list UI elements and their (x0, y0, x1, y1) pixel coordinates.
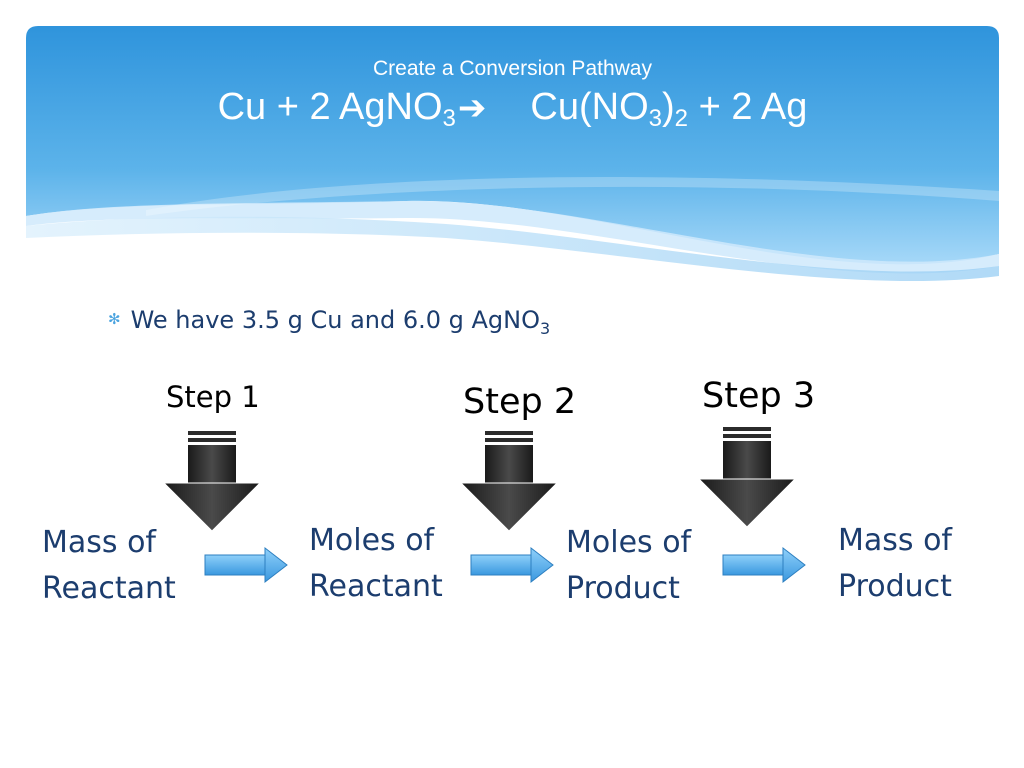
step-2-label: Step 2 (463, 382, 577, 422)
mass-of-product-node: Mass of Product (838, 518, 952, 610)
reaction-arrow-icon: ➔ (457, 89, 487, 127)
step-1-label: Step 1 (166, 380, 260, 414)
bullet-subscript: 3 (540, 319, 551, 338)
equation-rhs-part-1: Cu(NO (530, 86, 649, 128)
node-line-1: Moles of (309, 523, 435, 558)
equation-rhs-subscript-2: 2 (674, 105, 689, 132)
node-line-2: Reactant (42, 571, 176, 606)
moles-of-product-node: Moles of Product (566, 520, 691, 612)
node-line-1: Moles of (566, 525, 692, 560)
step-3-label: Step 3 (702, 376, 816, 416)
reaction-equation: Cu + 2 AgNO3➔Cu(NO3)2 + 2 Ag (26, 84, 999, 131)
asterisk-bullet-icon: ✻ (108, 310, 121, 328)
equation-lhs: Cu + 2 AgNO (217, 86, 443, 128)
node-line-1: Mass of (838, 523, 952, 558)
right-arrow-icon (204, 547, 288, 583)
node-line-2: Product (838, 569, 952, 604)
down-arrow-icon (698, 426, 796, 528)
equation-rhs-part-2: ) (662, 86, 675, 128)
header-banner (26, 26, 999, 282)
slide-title: Create a Conversion Pathway Cu + 2 AgNO3… (26, 56, 999, 131)
equation-lhs-subscript: 3 (442, 105, 456, 132)
bullet-item: ✻ We have 3.5 g Cu and 6.0 g AgNO3 (108, 306, 550, 337)
moles-of-reactant-node: Moles of Reactant (309, 518, 443, 610)
down-arrow-icon (163, 430, 261, 532)
slide-subtitle: Create a Conversion Pathway (373, 57, 652, 80)
mass-of-reactant-node: Mass of Reactant (42, 520, 176, 612)
node-line-2: Product (566, 571, 680, 606)
right-arrow-icon (470, 547, 554, 583)
right-arrow-icon (722, 547, 806, 583)
equation-rhs-subscript-1: 3 (648, 105, 662, 132)
down-arrow-icon (460, 430, 558, 532)
bullet-text: We have 3.5 g Cu and 6.0 g AgNO (130, 306, 541, 334)
node-line-2: Reactant (309, 569, 443, 604)
equation-rhs-part-3: + 2 Ag (688, 86, 808, 128)
node-line-1: Mass of (42, 525, 156, 560)
